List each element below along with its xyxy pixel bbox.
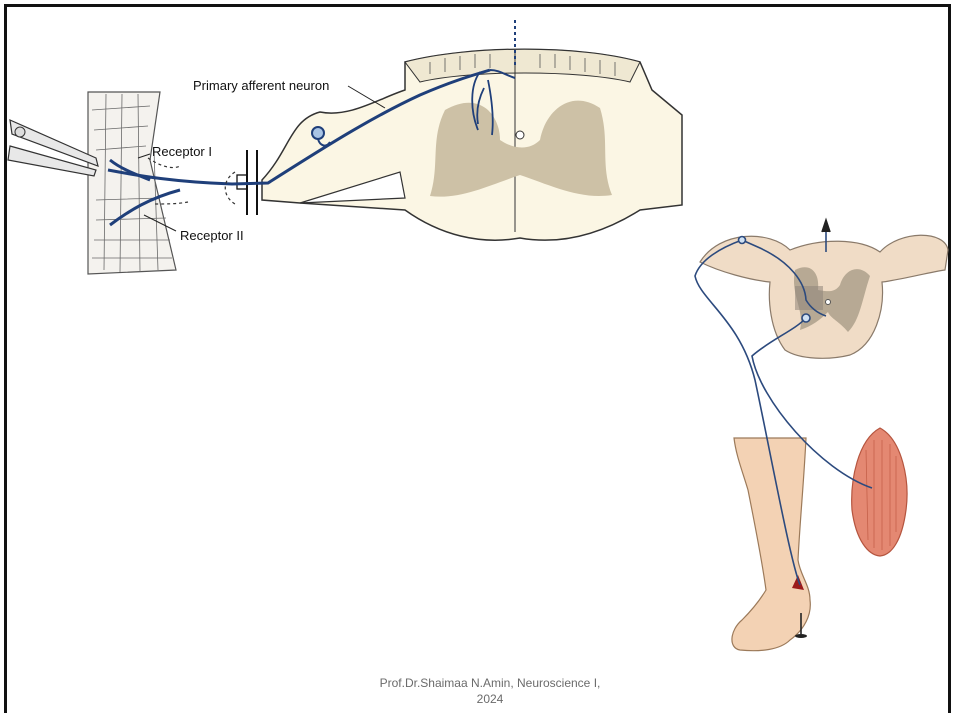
footer-line-1: Prof.Dr.Shaimaa N.Amin, Neuroscience I, — [340, 675, 640, 691]
footer-line-2: 2024 — [340, 691, 640, 707]
footer-credit: Prof.Dr.Shaimaa N.Amin, Neuroscience I, … — [340, 675, 640, 707]
skin-tissue — [88, 92, 176, 274]
spinal-cord-right — [700, 235, 948, 358]
leg-foot — [732, 438, 810, 651]
forceps-icon — [8, 120, 98, 176]
muscle — [852, 428, 907, 556]
